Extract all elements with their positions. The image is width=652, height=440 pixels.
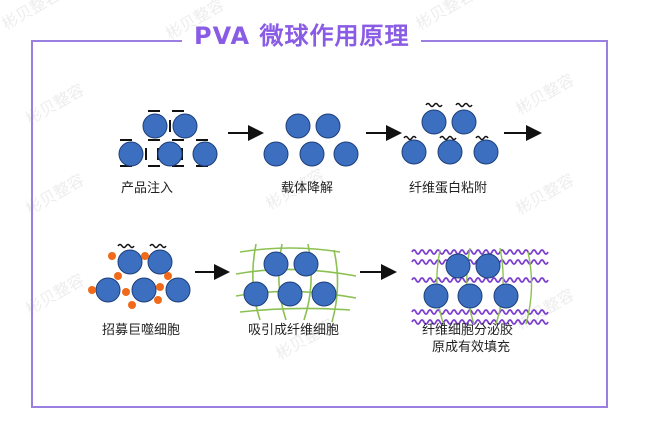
step-label-1: 产品注入: [121, 181, 174, 196]
microsphere: [157, 141, 183, 167]
microsphere: [293, 251, 319, 277]
microsphere: [263, 141, 289, 167]
collagen-fiber: [411, 249, 549, 255]
fibroblast-network: [235, 243, 357, 323]
microsphere: [192, 141, 218, 167]
step-4-recruit-macrophages: [88, 243, 191, 309]
step-label-4: 招募巨噬细胞: [102, 323, 181, 338]
microsphere: [475, 253, 501, 279]
step-label-2: 载体降解: [281, 181, 334, 196]
watermark-text: 彬贝整容: [0, 0, 63, 33]
step-label-6-line-1: 纤维细胞分泌胶: [422, 323, 514, 338]
microspheres: [118, 113, 218, 167]
macrophage: [128, 301, 136, 309]
watermark-text: 彬贝整容: [23, 80, 88, 128]
microsphere: [423, 283, 449, 309]
microsphere: [311, 281, 337, 307]
microsphere: [421, 109, 447, 135]
microsphere: [172, 113, 198, 139]
step-1-product-injection: [118, 110, 218, 167]
macrophages: [88, 252, 172, 309]
watermark-text: 彬贝整容: [513, 170, 578, 218]
watermark-text: 彬贝整容: [513, 70, 578, 118]
microsphere: [333, 141, 359, 167]
macrophage: [114, 272, 122, 280]
microsphere: [401, 139, 427, 165]
step-3-fibrin-adhesion: [401, 102, 499, 165]
step-6-collagen-filling: [411, 247, 549, 327]
diagram-title: PVA 微球作用原理: [182, 18, 422, 54]
microsphere: [473, 139, 499, 165]
macrophage: [164, 272, 172, 280]
microsphere: [445, 253, 471, 279]
microsphere: [451, 109, 477, 135]
collagen-fiber: [411, 319, 549, 325]
microsphere: [437, 139, 463, 165]
macrophage: [122, 288, 130, 296]
watermark-text: 彬贝整容: [163, 0, 228, 43]
macrophage: [154, 296, 162, 304]
microsphere: [457, 283, 483, 309]
microsphere: [131, 277, 157, 303]
macrophage: [156, 283, 164, 291]
microsphere: [263, 251, 289, 277]
microsphere: [277, 281, 303, 307]
microsphere: [315, 113, 341, 139]
watermark-text: 彬贝整容: [413, 0, 478, 33]
microsphere: [243, 281, 269, 307]
step-label-5: 吸引成纤维细胞: [248, 323, 340, 338]
microsphere: [493, 283, 519, 309]
step-2-carrier-degradation: [263, 113, 359, 167]
microsphere: [117, 249, 143, 275]
microsphere: [165, 277, 191, 303]
microsphere: [142, 113, 168, 139]
microsphere: [147, 249, 173, 275]
microsphere: [299, 141, 325, 167]
macrophage: [108, 252, 116, 260]
step-label-3: 纤维蛋白粘附: [409, 181, 488, 196]
watermark-text: 彬贝整容: [23, 270, 88, 318]
fibrin-strands: [403, 102, 489, 141]
step-label-6-line-2: 原成有效填充: [432, 340, 511, 355]
microsphere: [95, 277, 121, 303]
step-5-attract-fibroblasts: [235, 243, 357, 323]
collagen-fiber: [411, 309, 549, 315]
watermark-text: 彬贝整容: [513, 285, 578, 333]
macrophage: [88, 286, 96, 294]
macrophage: [141, 252, 149, 260]
microsphere: [118, 141, 144, 167]
collagen-fiber: [411, 277, 549, 283]
fibrin-strands: [117, 243, 167, 249]
microsphere: [285, 113, 311, 139]
watermark-text: 彬贝整容: [23, 170, 88, 218]
collagen-fibers: [411, 249, 549, 325]
